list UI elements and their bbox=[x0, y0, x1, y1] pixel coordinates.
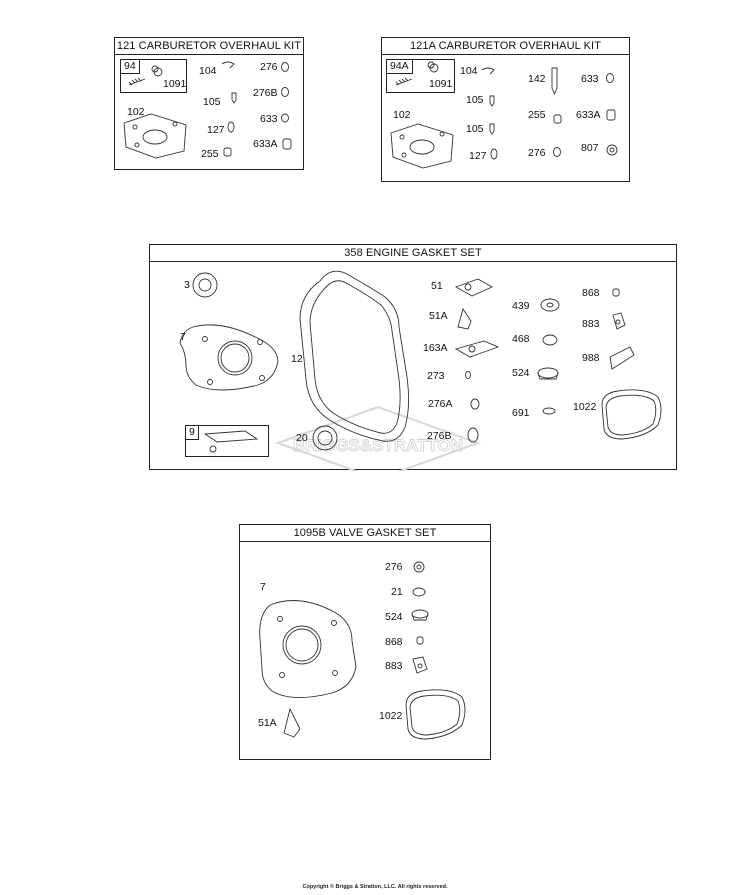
kit-121a-label-105-b: 105 bbox=[466, 123, 484, 135]
kit-121-label-1091: 1091 bbox=[163, 78, 187, 90]
kit-358-label-691: 691 bbox=[512, 407, 530, 419]
kit-358-label-1022: 1022 bbox=[573, 401, 597, 413]
kit-358-subkit-tag: 9 bbox=[186, 426, 199, 440]
kit-121a-subkit-94a: 94A bbox=[386, 59, 455, 93]
kit-358-parts-illustration: BRIGGS&STRATTON bbox=[179, 270, 662, 471]
kit-358-label-276a: 276A bbox=[428, 398, 453, 410]
kit-358-label-12: 12 bbox=[291, 353, 303, 365]
kit-1095b-panel: 1095B VALVE GASKET SET 7 51A 276 21 524 bbox=[239, 524, 491, 760]
kit-358-title: 358 ENGINE GASKET SET bbox=[150, 245, 676, 262]
kit-121-label-102: 102 bbox=[127, 106, 145, 118]
kit-121-label-104: 104 bbox=[199, 65, 217, 77]
kit-121a-label-102: 102 bbox=[393, 109, 411, 121]
kit-121-title: 121 CARBURETOR OVERHAUL KIT bbox=[115, 38, 303, 55]
kit-121-panel: 121 CARBURETOR OVERHAUL KIT 94 bbox=[114, 37, 304, 170]
kit-358-label-988: 988 bbox=[582, 352, 600, 364]
kit-121a-label-1091: 1091 bbox=[429, 78, 453, 90]
kit-121a-label-633: 633 bbox=[581, 73, 599, 85]
kit-121-label-633: 633 bbox=[260, 113, 278, 125]
kit-121a-subkit-tag: 94A bbox=[387, 60, 413, 74]
kit-358-label-163a: 163A bbox=[423, 342, 448, 354]
kit-121-subkit-tag: 94 bbox=[121, 60, 140, 74]
kit-121a-label-105-a: 105 bbox=[466, 94, 484, 106]
kit-121a-panel: 121A CARBURETOR OVERHAUL KIT 94A 1091 10… bbox=[381, 37, 630, 182]
kit-1095b-title: 1095B VALVE GASKET SET bbox=[240, 525, 490, 542]
kit-121-label-127: 127 bbox=[207, 124, 225, 136]
kit-121a-label-127: 127 bbox=[469, 150, 487, 162]
kit-121a-label-255: 255 bbox=[528, 109, 546, 121]
kit-358-label-273: 273 bbox=[427, 370, 445, 382]
kit-121-label-276: 276 bbox=[260, 61, 278, 73]
kit-121-label-276b: 276B bbox=[253, 87, 278, 99]
kit-358-label-868: 868 bbox=[582, 287, 600, 299]
kit-121a-label-142: 142 bbox=[528, 73, 546, 85]
copyright-footer: Copyright © Briggs & Stratton, LLC. All … bbox=[302, 884, 448, 890]
kit-121a-parts-illustration bbox=[390, 61, 618, 169]
kit-1095b-label-868: 868 bbox=[385, 636, 403, 648]
kit-121a-title: 121A CARBURETOR OVERHAUL KIT bbox=[382, 38, 629, 55]
kit-1095b-label-1022: 1022 bbox=[379, 710, 403, 722]
kit-1095b-label-883: 883 bbox=[385, 660, 403, 672]
kit-358-label-7: 7 bbox=[180, 331, 186, 343]
kit-358-label-439: 439 bbox=[512, 300, 530, 312]
kit-358-label-20: 20 bbox=[296, 432, 308, 444]
kit-358-label-51a: 51A bbox=[429, 310, 448, 322]
kit-358-label-524: 524 bbox=[512, 367, 530, 379]
kit-1095b-label-276: 276 bbox=[385, 561, 403, 573]
kit-358-label-276b: 276B bbox=[427, 430, 452, 442]
kit-1095b-label-21: 21 bbox=[391, 586, 403, 598]
kit-121-label-633a: 633A bbox=[253, 138, 278, 150]
kit-121-subkit-94: 94 bbox=[120, 59, 187, 93]
kit-358-watermark: BRIGGS&STRATTON bbox=[293, 436, 463, 455]
kit-1095b-label-524: 524 bbox=[385, 611, 403, 623]
kit-121-label-255: 255 bbox=[201, 148, 219, 160]
kit-121a-label-807: 807 bbox=[581, 142, 599, 154]
kit-358-label-468: 468 bbox=[512, 333, 530, 345]
kit-1095b-label-7: 7 bbox=[260, 581, 266, 593]
kit-358-label-3: 3 bbox=[184, 279, 190, 291]
kit-1095b-label-51a: 51A bbox=[258, 717, 277, 729]
kit-1095b-parts-illustration bbox=[259, 561, 466, 740]
kit-121-label-105: 105 bbox=[203, 96, 221, 108]
kit-121a-label-104: 104 bbox=[460, 65, 478, 77]
kit-358-subkit-9: 9 bbox=[185, 425, 269, 457]
watermark-emblem bbox=[275, 405, 481, 471]
kit-121a-label-276: 276 bbox=[528, 147, 546, 159]
kit-121-parts-illustration bbox=[123, 61, 292, 159]
kit-121a-label-633a: 633A bbox=[576, 109, 601, 121]
kit-358-label-51: 51 bbox=[431, 280, 443, 292]
kit-358-label-883: 883 bbox=[582, 318, 600, 330]
kit-358-panel: 358 ENGINE GASKET SET 9 BRIGGS&STRATTON bbox=[149, 244, 677, 471]
